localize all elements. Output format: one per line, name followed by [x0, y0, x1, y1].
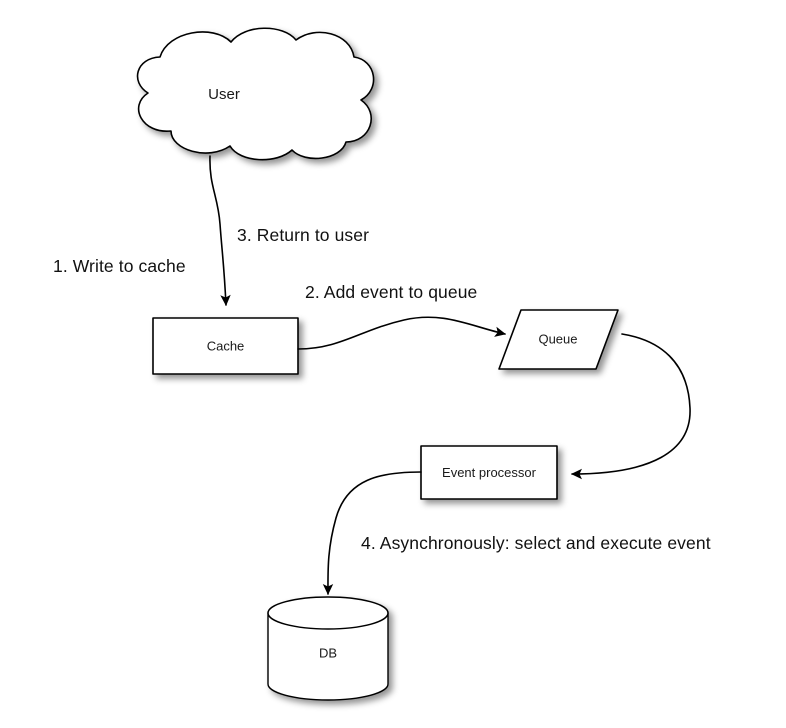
node-user-label: User — [208, 86, 240, 103]
edge-label-step-2: 2. Add event to queue — [305, 282, 478, 302]
edge-cache-to-queue — [297, 316, 506, 350]
node-cache-label: Cache — [207, 338, 245, 353]
node-queue[interactable]: Queue — [498, 309, 619, 370]
edge-user-to-cache — [209, 155, 231, 306]
node-db-label: DB — [319, 645, 337, 660]
node-db[interactable]: DB — [267, 596, 389, 701]
edge-label-step-1: 1. Write to cache — [53, 256, 186, 276]
node-user[interactable]: User — [136, 27, 375, 161]
node-event-processor-label: Event processor — [442, 465, 537, 480]
edge-label-step-3: 3. Return to user — [237, 225, 370, 245]
edge-queue-to-event-processor — [571, 333, 691, 480]
node-event-processor[interactable]: Event processor — [420, 445, 558, 500]
edge-event-processor-to-db — [322, 471, 422, 595]
edge-label-step-4: 4. Asynchronously: select and execute ev… — [361, 533, 711, 553]
node-queue-label: Queue — [538, 331, 577, 346]
node-cache[interactable]: Cache — [152, 317, 299, 375]
